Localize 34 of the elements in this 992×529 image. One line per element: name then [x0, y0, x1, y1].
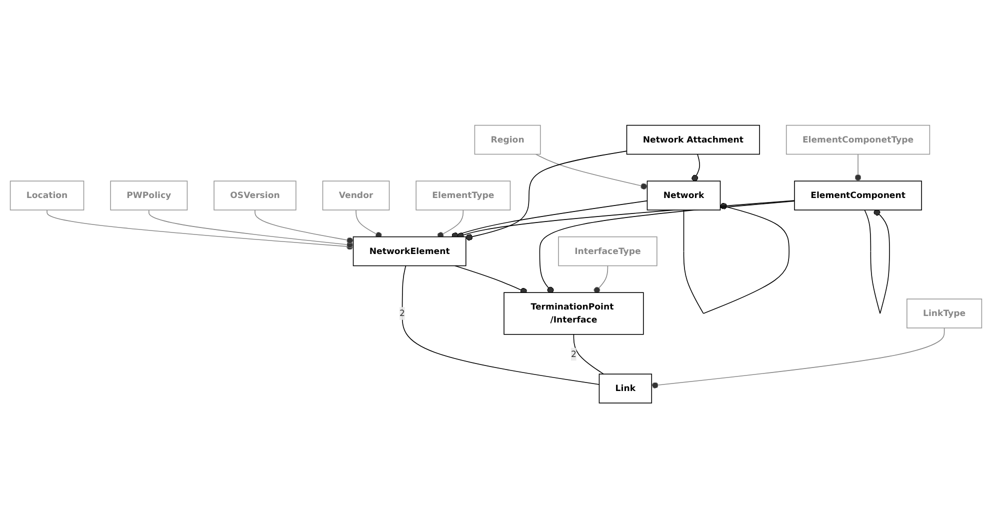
node-box: TerminationPoint /Interface [504, 292, 644, 336]
connector [539, 201, 795, 294]
connector [254, 210, 354, 244]
connector [356, 210, 382, 239]
connector [451, 200, 648, 240]
node-box: InterfaceType [558, 236, 658, 267]
node-box: LinkType [906, 298, 982, 329]
connector [864, 209, 890, 314]
connector [692, 154, 700, 182]
node-box: NetworkElement [352, 236, 466, 267]
node-box: Link [598, 374, 652, 404]
connector [535, 154, 648, 190]
node-box: Network [646, 181, 721, 211]
connector [402, 266, 600, 386]
node-box: Vendor [322, 181, 390, 211]
edge-label: 2 [400, 308, 405, 319]
connector [148, 210, 354, 248]
node-box: Region [474, 125, 541, 155]
node-box: ElementType [416, 181, 511, 211]
edge-label: 2 [570, 349, 576, 360]
node-box: OSVersion [214, 181, 296, 211]
node-box: ElementComponent [794, 181, 922, 211]
node-box: Location [10, 181, 84, 211]
node-box: PWPolicy [110, 181, 188, 211]
connector [466, 150, 628, 241]
node-box: ElementComponetType [786, 125, 930, 155]
connector [573, 334, 604, 375]
connector [651, 328, 945, 389]
connector [594, 266, 608, 294]
connector [46, 210, 354, 250]
node-box: Network Attachment [626, 125, 760, 155]
connector [683, 203, 790, 314]
connector [854, 154, 862, 182]
connector [437, 210, 464, 239]
